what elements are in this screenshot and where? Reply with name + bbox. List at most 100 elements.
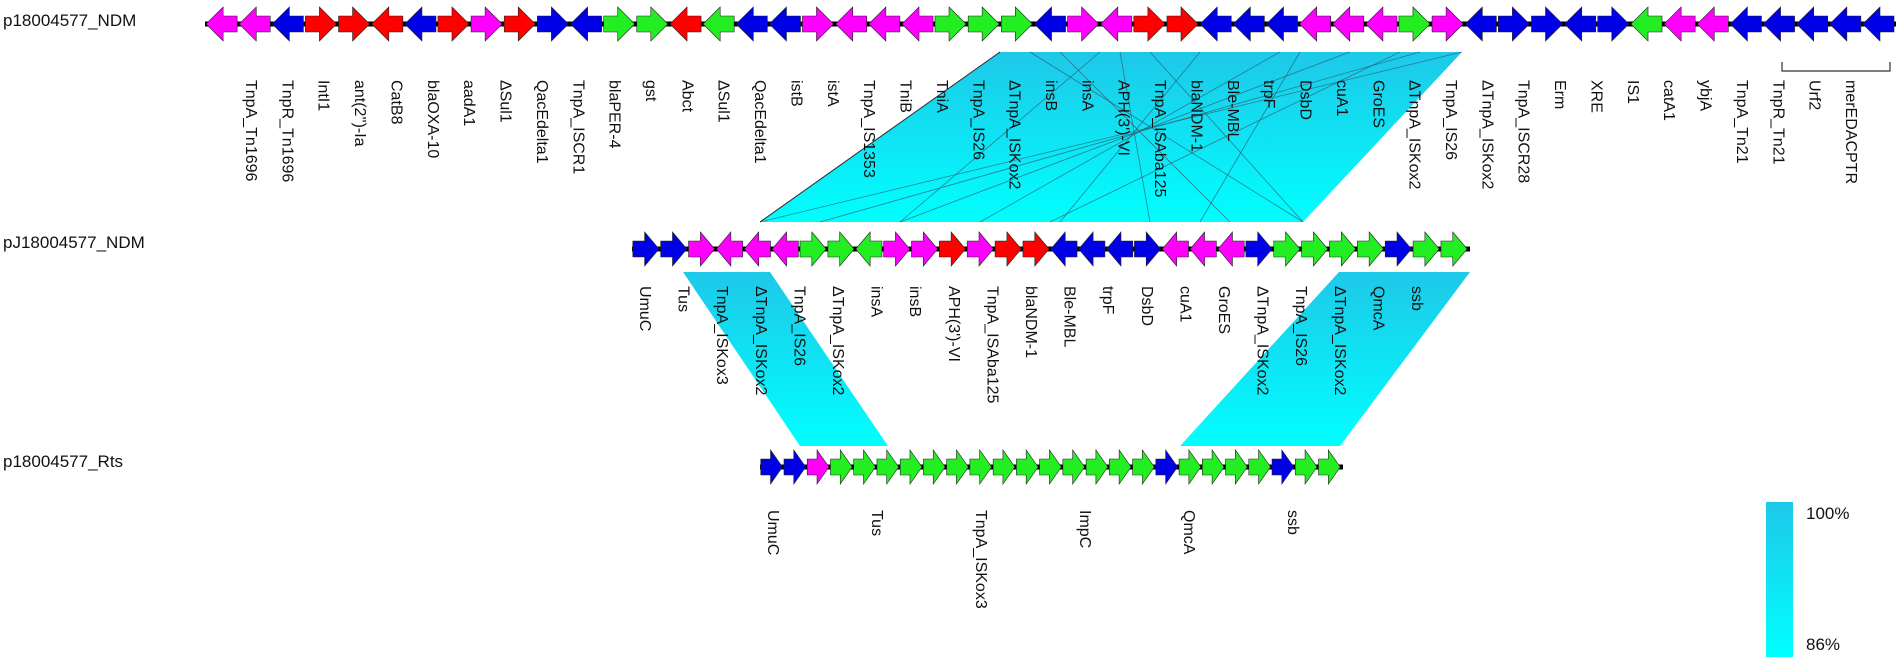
- gene-arrow-green: [1294, 449, 1318, 485]
- gene-arrow-green: [1301, 231, 1329, 267]
- gene-label: TnpA_IS26: [790, 286, 807, 366]
- gene-label: XRE: [1587, 80, 1604, 113]
- gene-arrow-green: [799, 231, 827, 267]
- homology-link-line: [819, 51, 1421, 223]
- gene-arrow-magenta: [470, 6, 503, 42]
- gene-arrow-blue: [1597, 6, 1630, 42]
- gene-arrow-green: [992, 449, 1016, 485]
- gene-arrow-blue: [660, 231, 688, 267]
- gene-arrow-green: [1440, 231, 1468, 267]
- gene-label: QmcA: [1369, 286, 1386, 331]
- mer-operon-bracket: [1781, 62, 1891, 72]
- gene-arrow-blue: [1265, 6, 1298, 42]
- gene-label: ΔTnpA_ISKox2: [1406, 80, 1423, 190]
- gene-label: gst: [642, 80, 659, 102]
- gene-arrow-magenta: [1100, 6, 1133, 42]
- gene-arrow-blue: [1531, 6, 1564, 42]
- gene-arrow-magenta: [205, 6, 238, 42]
- gene-label: ΔSul1: [497, 80, 514, 123]
- gene-label: ybjA: [1697, 80, 1714, 111]
- track-name-p18004577-ndm: p18004577_NDM: [3, 11, 136, 30]
- gene-label: istB: [787, 80, 804, 107]
- gene-arrow-green: [1085, 449, 1109, 485]
- gene-arrow-green: [969, 449, 993, 485]
- gene-arrow-blue: [632, 231, 660, 267]
- gene-label: catA1: [1660, 80, 1677, 121]
- gene-label: TniB: [897, 80, 914, 113]
- gene-arrow-green: [1329, 231, 1357, 267]
- gene-label: IS1: [1624, 80, 1641, 104]
- gene-label: blaNDM-1: [1187, 80, 1204, 152]
- gene-label: trpF: [1099, 286, 1116, 315]
- gene-arrow-magenta: [1365, 6, 1398, 42]
- homology-link-line: [899, 51, 1101, 223]
- gene-arrow-blue: [570, 6, 602, 42]
- gene-arrow-magenta: [1431, 6, 1464, 42]
- gene-label: ssb: [1284, 510, 1301, 535]
- gene-arrow-green: [830, 449, 853, 485]
- gene-arrow-red: [305, 6, 337, 42]
- gene-label: insA: [1078, 80, 1095, 111]
- identity-legend: 100% 86%: [1766, 502, 1849, 657]
- gene-arrow-green: [702, 6, 735, 42]
- gene-arrow-blue: [1106, 231, 1134, 267]
- gene-arrow-magenta: [835, 6, 868, 42]
- gene-label: Urf2: [1806, 80, 1823, 110]
- gene-arrow-magenta: [911, 231, 939, 267]
- gene-label: TnpA_Tn1696: [242, 80, 259, 182]
- gene-arrow-green: [855, 231, 883, 267]
- gene-arrow-red: [437, 6, 470, 42]
- gene-arrow-blue: [1199, 6, 1232, 42]
- gene-arrow-magenta: [1161, 231, 1189, 267]
- gene-label: QmcA: [1180, 510, 1197, 555]
- gene-label: QacEdelta1: [533, 80, 550, 164]
- gene-arrow-green: [1062, 449, 1085, 485]
- gene-arrow-blue: [1862, 6, 1895, 42]
- gene-arrow-blue: [1729, 6, 1762, 42]
- gene-arrow-blue: [1271, 449, 1295, 485]
- gene-label: TnpR_Tn21: [1769, 80, 1786, 165]
- gene-label: DsbD: [1297, 80, 1314, 120]
- gene-arrow-blue: [783, 449, 807, 485]
- gene-arrow-green: [1318, 449, 1341, 485]
- legend-min-label: 86%: [1806, 635, 1840, 654]
- gene-label: TnpA_IS26: [969, 80, 986, 160]
- homology-ribbons: [683, 51, 1470, 446]
- gene-arrow-magenta: [901, 6, 934, 42]
- homology-ribbon-right: [1180, 272, 1470, 446]
- homology-link-edge: [759, 51, 1001, 223]
- track-p18004577-ndm: [205, 6, 1896, 42]
- gene-label: TnpR_Tn1696: [278, 80, 295, 182]
- gene-label: TnpA_IS1353: [860, 80, 877, 178]
- homology-link-line: [1059, 51, 1201, 223]
- gene-arrow-green: [1178, 449, 1202, 485]
- gene-arrow-blue: [1464, 6, 1497, 42]
- track-name-p18004577-rts: p18004577_Rts: [3, 452, 123, 471]
- gene-arrow-blue: [404, 6, 437, 42]
- gene-arrow-green: [1039, 449, 1062, 485]
- gene-label: insB: [906, 286, 923, 317]
- gene-arrow-blue: [760, 449, 783, 485]
- gene-label: ΔTnpA_ISKox2: [752, 286, 769, 396]
- gene-label: QacEdelta1: [751, 80, 768, 164]
- gene-label: TnpA_IS26: [1442, 80, 1459, 160]
- homology-ribbon-left: [683, 272, 888, 446]
- gene-arrow-blue: [1384, 231, 1412, 267]
- gene-label: trpF: [1260, 80, 1277, 109]
- homology-link-line: [1029, 51, 1304, 223]
- gene-arrow-blue: [735, 6, 768, 42]
- gene-arrow-green: [967, 6, 1000, 42]
- gene-arrow-red: [994, 231, 1022, 267]
- gene-arrow-magenta: [1663, 6, 1696, 42]
- gene-label: TnpA_ISAba125: [1151, 80, 1168, 198]
- gene-label: TnpA_ISCR1: [569, 80, 586, 174]
- homology-link-line: [1049, 51, 1401, 223]
- gene-label: CatB8: [387, 80, 404, 125]
- gene-arrow-red: [669, 6, 702, 42]
- gene-arrow-green: [1398, 6, 1431, 42]
- gene-arrow-magenta: [966, 231, 994, 267]
- gene-arrow-blue: [537, 6, 569, 42]
